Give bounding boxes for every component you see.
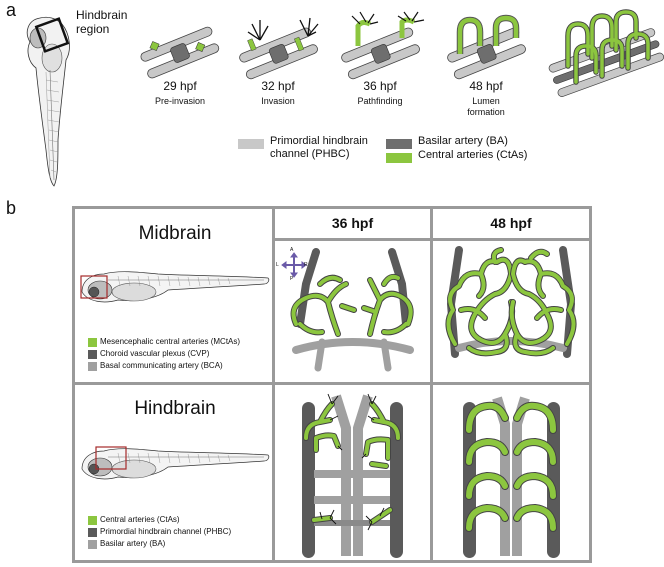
legend-label-phbc: Primordial hindbrain channel (PHBC): [270, 135, 368, 160]
column-header-48hpf: 48 hpf: [490, 215, 532, 231]
header-divider: [275, 238, 430, 241]
legend-label-bca: Basal communicating artery (BCA): [100, 361, 223, 370]
legend-label-mctas: Mesencephalic central arteries (MCtAs): [100, 337, 241, 346]
cvp-swatch: [88, 350, 97, 359]
phbc-swatch: [88, 528, 97, 537]
midbrain-48hpf-cell: [433, 209, 589, 382]
orientation-compass-icon: [281, 252, 307, 278]
comparison-grid: [72, 206, 592, 563]
ba-swatch: [88, 540, 97, 549]
stage-time-label: 48 hpf: [469, 79, 503, 93]
hindbrain-36hpf-vessels: [302, 393, 403, 558]
hindbrain-region-box: [34, 17, 70, 53]
hindbrain-network-schematic: [548, 9, 664, 97]
panel-b-letter: b: [6, 198, 17, 218]
mctas-swatch: [88, 338, 97, 347]
compass-a-label: A: [290, 247, 294, 253]
ctas-swatch: [386, 153, 412, 163]
stage-desc-label: Lumen formation: [467, 96, 505, 117]
legend-label-phbc: Primordial hindbrain channel (PHBC): [100, 527, 232, 536]
compass-l-label: L: [276, 262, 279, 268]
compass-r-label: R: [304, 262, 308, 268]
larva-hindbrain-illustration: [81, 446, 270, 480]
legend-label-ctas: Central arteries (CtAs): [418, 149, 528, 161]
stage-29hpf-diagram: [140, 26, 220, 79]
stage-desc-label: Pre-invasion: [154, 96, 206, 106]
hindbrain-48hpf-vessels: [463, 396, 560, 558]
stage-time-label: 32 hpf: [261, 79, 295, 93]
stage-desc-label: Pathfinding: [357, 96, 403, 106]
row-title-midbrain: Midbrain: [138, 223, 212, 244]
column-header-36hpf: 36 hpf: [331, 215, 374, 231]
row-title-hindbrain: Hindbrain: [134, 398, 216, 419]
compass-p-label: P: [290, 276, 294, 282]
midbrain-48hpf-vessels: [445, 246, 577, 358]
legend-label-cvp: Choroid vascular plexus (CVP): [100, 349, 210, 358]
stage-32hpf-diagram: [239, 17, 319, 80]
bca-swatch: [88, 362, 97, 371]
panel-a-letter: a: [6, 0, 17, 20]
larva-midbrain-illustration: [80, 271, 270, 303]
legend-label-ctas: Central arteries (CtAs): [100, 515, 180, 524]
stage-time-label: 29 hpf: [163, 79, 197, 93]
hindbrain-48hpf-cell: [433, 385, 589, 560]
stage-desc-label: Invasion: [261, 96, 295, 106]
stage-36hpf-diagram: [341, 11, 425, 80]
ctas-swatch: [88, 516, 97, 525]
stage-48hpf-diagram: [447, 14, 526, 80]
ba-swatch: [386, 139, 412, 149]
legend-label-ba: Basilar artery (BA): [100, 539, 166, 548]
header-divider: [433, 238, 589, 241]
midbrain-36hpf-vessels: [290, 248, 414, 372]
hindbrain-region-label: Hindbrain region: [76, 8, 128, 36]
phbc-swatch: [238, 139, 264, 149]
stage-time-label: 36 hpf: [363, 79, 397, 93]
legend-label-ba: Basilar artery (BA): [418, 135, 508, 147]
